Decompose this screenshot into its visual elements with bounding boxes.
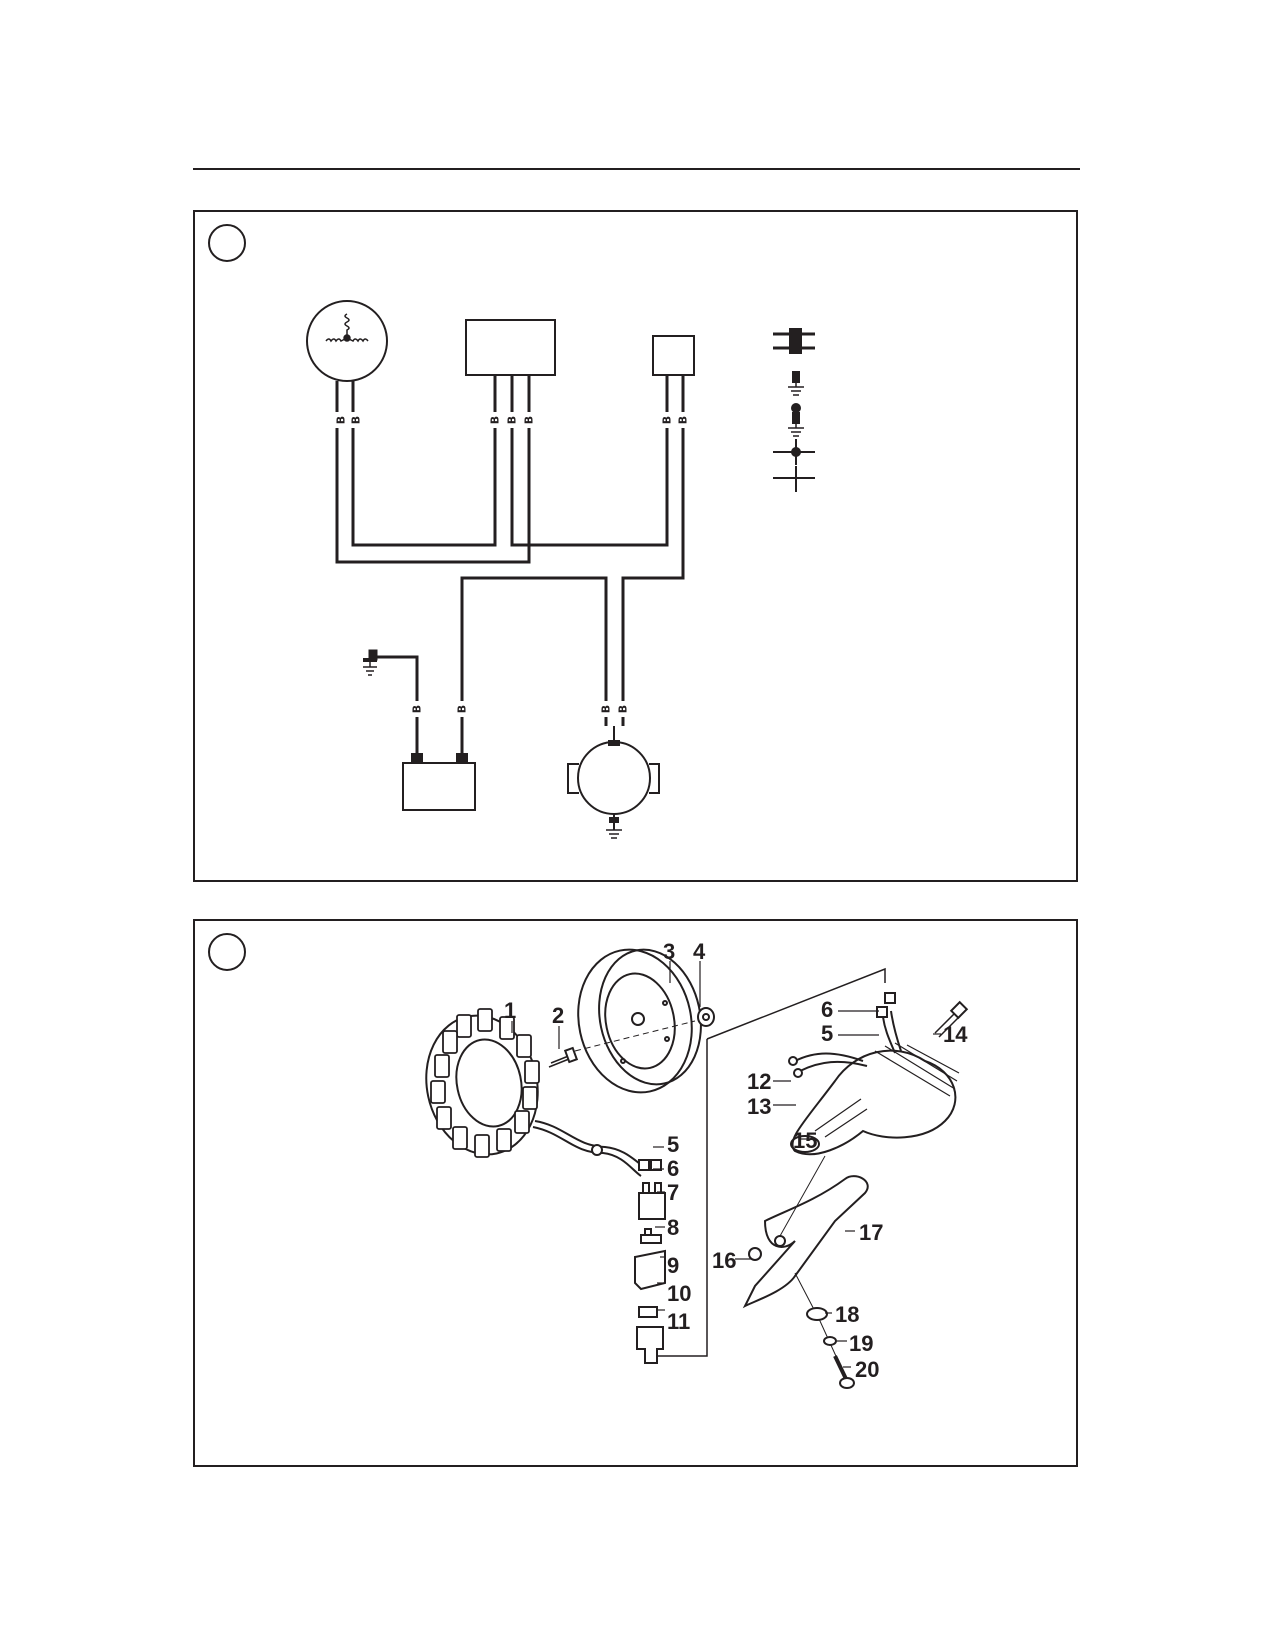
stator-symbol [306, 300, 388, 382]
wire-reg-mid [510, 375, 669, 547]
callout-12: 12 [747, 1069, 771, 1094]
callout-5-regulator: 5 [821, 1021, 833, 1046]
nut-part-16 [748, 1247, 762, 1261]
wire-label: B [661, 416, 674, 424]
battery-terminal-neg [411, 753, 423, 763]
bolt-part-14 [934, 1012, 960, 1038]
wire-label: B [350, 416, 363, 424]
callout-15: 15 [793, 1128, 817, 1153]
wire-module-right [621, 375, 685, 726]
wire-label: B [677, 416, 690, 424]
clip-part-10 [638, 1306, 658, 1318]
callout-6-regulator: 6 [821, 997, 833, 1022]
callout-3: 3 [663, 939, 675, 964]
regulator-group-bracket [706, 967, 886, 1040]
rotor-part [577, 948, 702, 1094]
callout-16: 16 [712, 1248, 736, 1273]
ground-icon [606, 817, 622, 839]
lockwasher-part-19 [823, 1336, 837, 1346]
callout-18: 18 [835, 1302, 859, 1327]
wiring-diagram-panel: B B B B B B B B B B B [193, 210, 1078, 882]
wire-stator-left [335, 375, 531, 564]
connector-part-7 [638, 1192, 666, 1220]
bracket-part-17 [742, 1175, 869, 1309]
wire-battery-pos [460, 576, 608, 757]
callout-13: 13 [747, 1094, 771, 1119]
wire-junction-icon [773, 439, 815, 465]
callout-8: 8 [667, 1215, 679, 1240]
battery-box [402, 762, 476, 811]
starter-motor [577, 741, 651, 815]
callout-5-stator: 5 [667, 1132, 679, 1157]
callout-10: 10 [667, 1281, 691, 1306]
wire-stator-right [351, 375, 497, 547]
wire-crossing-icon [773, 466, 815, 492]
leader-lines [511, 961, 941, 1368]
wiring-schematic: B B B B B B B B B B B [306, 300, 815, 839]
panel-marker-circle [208, 224, 246, 262]
callout-2: 2 [552, 1003, 564, 1028]
stator-part [425, 1008, 540, 1158]
stator-windings-icon [325, 313, 369, 343]
battery-terminal-pos [456, 753, 468, 763]
regulator-box [465, 319, 556, 376]
washer-part-18 [806, 1307, 828, 1321]
callout-19: 19 [849, 1331, 873, 1356]
callout-7: 7 [667, 1180, 679, 1205]
ground-body-symbol-icon [788, 403, 804, 437]
wire-label: B [600, 705, 613, 713]
connector-symbol-icon [773, 328, 815, 354]
regulator-part [790, 1042, 960, 1156]
wire-label: B [523, 416, 536, 424]
callout-17: 17 [859, 1220, 883, 1245]
wire-label: B [456, 705, 469, 713]
wire-label: B [506, 416, 519, 424]
callout-20: 20 [855, 1357, 879, 1382]
callout-9: 9 [667, 1253, 679, 1278]
stator-leads [534, 1120, 644, 1167]
wire-label: B [617, 705, 630, 713]
header-rule [193, 168, 1080, 170]
wire-battery-ground [375, 655, 419, 757]
screw-part-20 [833, 1355, 849, 1382]
ground-symbol-icon [788, 371, 804, 396]
clip-part-8 [640, 1228, 662, 1244]
housing-part-9 [634, 1249, 666, 1291]
callout-1: 1 [504, 998, 516, 1023]
connector-part-11 [636, 1326, 664, 1364]
callout-11: 11 [667, 1309, 690, 1334]
panel-marker-circle [208, 933, 246, 971]
wire-label: B [335, 416, 348, 424]
callout-14: 14 [943, 1022, 968, 1047]
exploded-parts-view: 1 2 3 4 5 6 5 6 7 8 9 10 11 12 13 14 15 … [425, 939, 968, 1389]
wire-label: B [489, 416, 502, 424]
module-box [652, 335, 695, 376]
symbol-legend [773, 328, 815, 492]
callout-6-stator: 6 [667, 1156, 679, 1181]
ground-icon [363, 649, 378, 676]
washer-part-4 [697, 1007, 715, 1027]
wire-labels: B B B B B B B B B B B [335, 416, 690, 713]
wire-label: B [411, 705, 424, 713]
part-callouts: 1 2 3 4 5 6 5 6 7 8 9 10 11 12 13 14 15 … [504, 939, 968, 1382]
exploded-parts-panel: 1 2 3 4 5 6 5 6 7 8 9 10 11 12 13 14 15 … [193, 919, 1078, 1467]
callout-4: 4 [693, 939, 706, 964]
